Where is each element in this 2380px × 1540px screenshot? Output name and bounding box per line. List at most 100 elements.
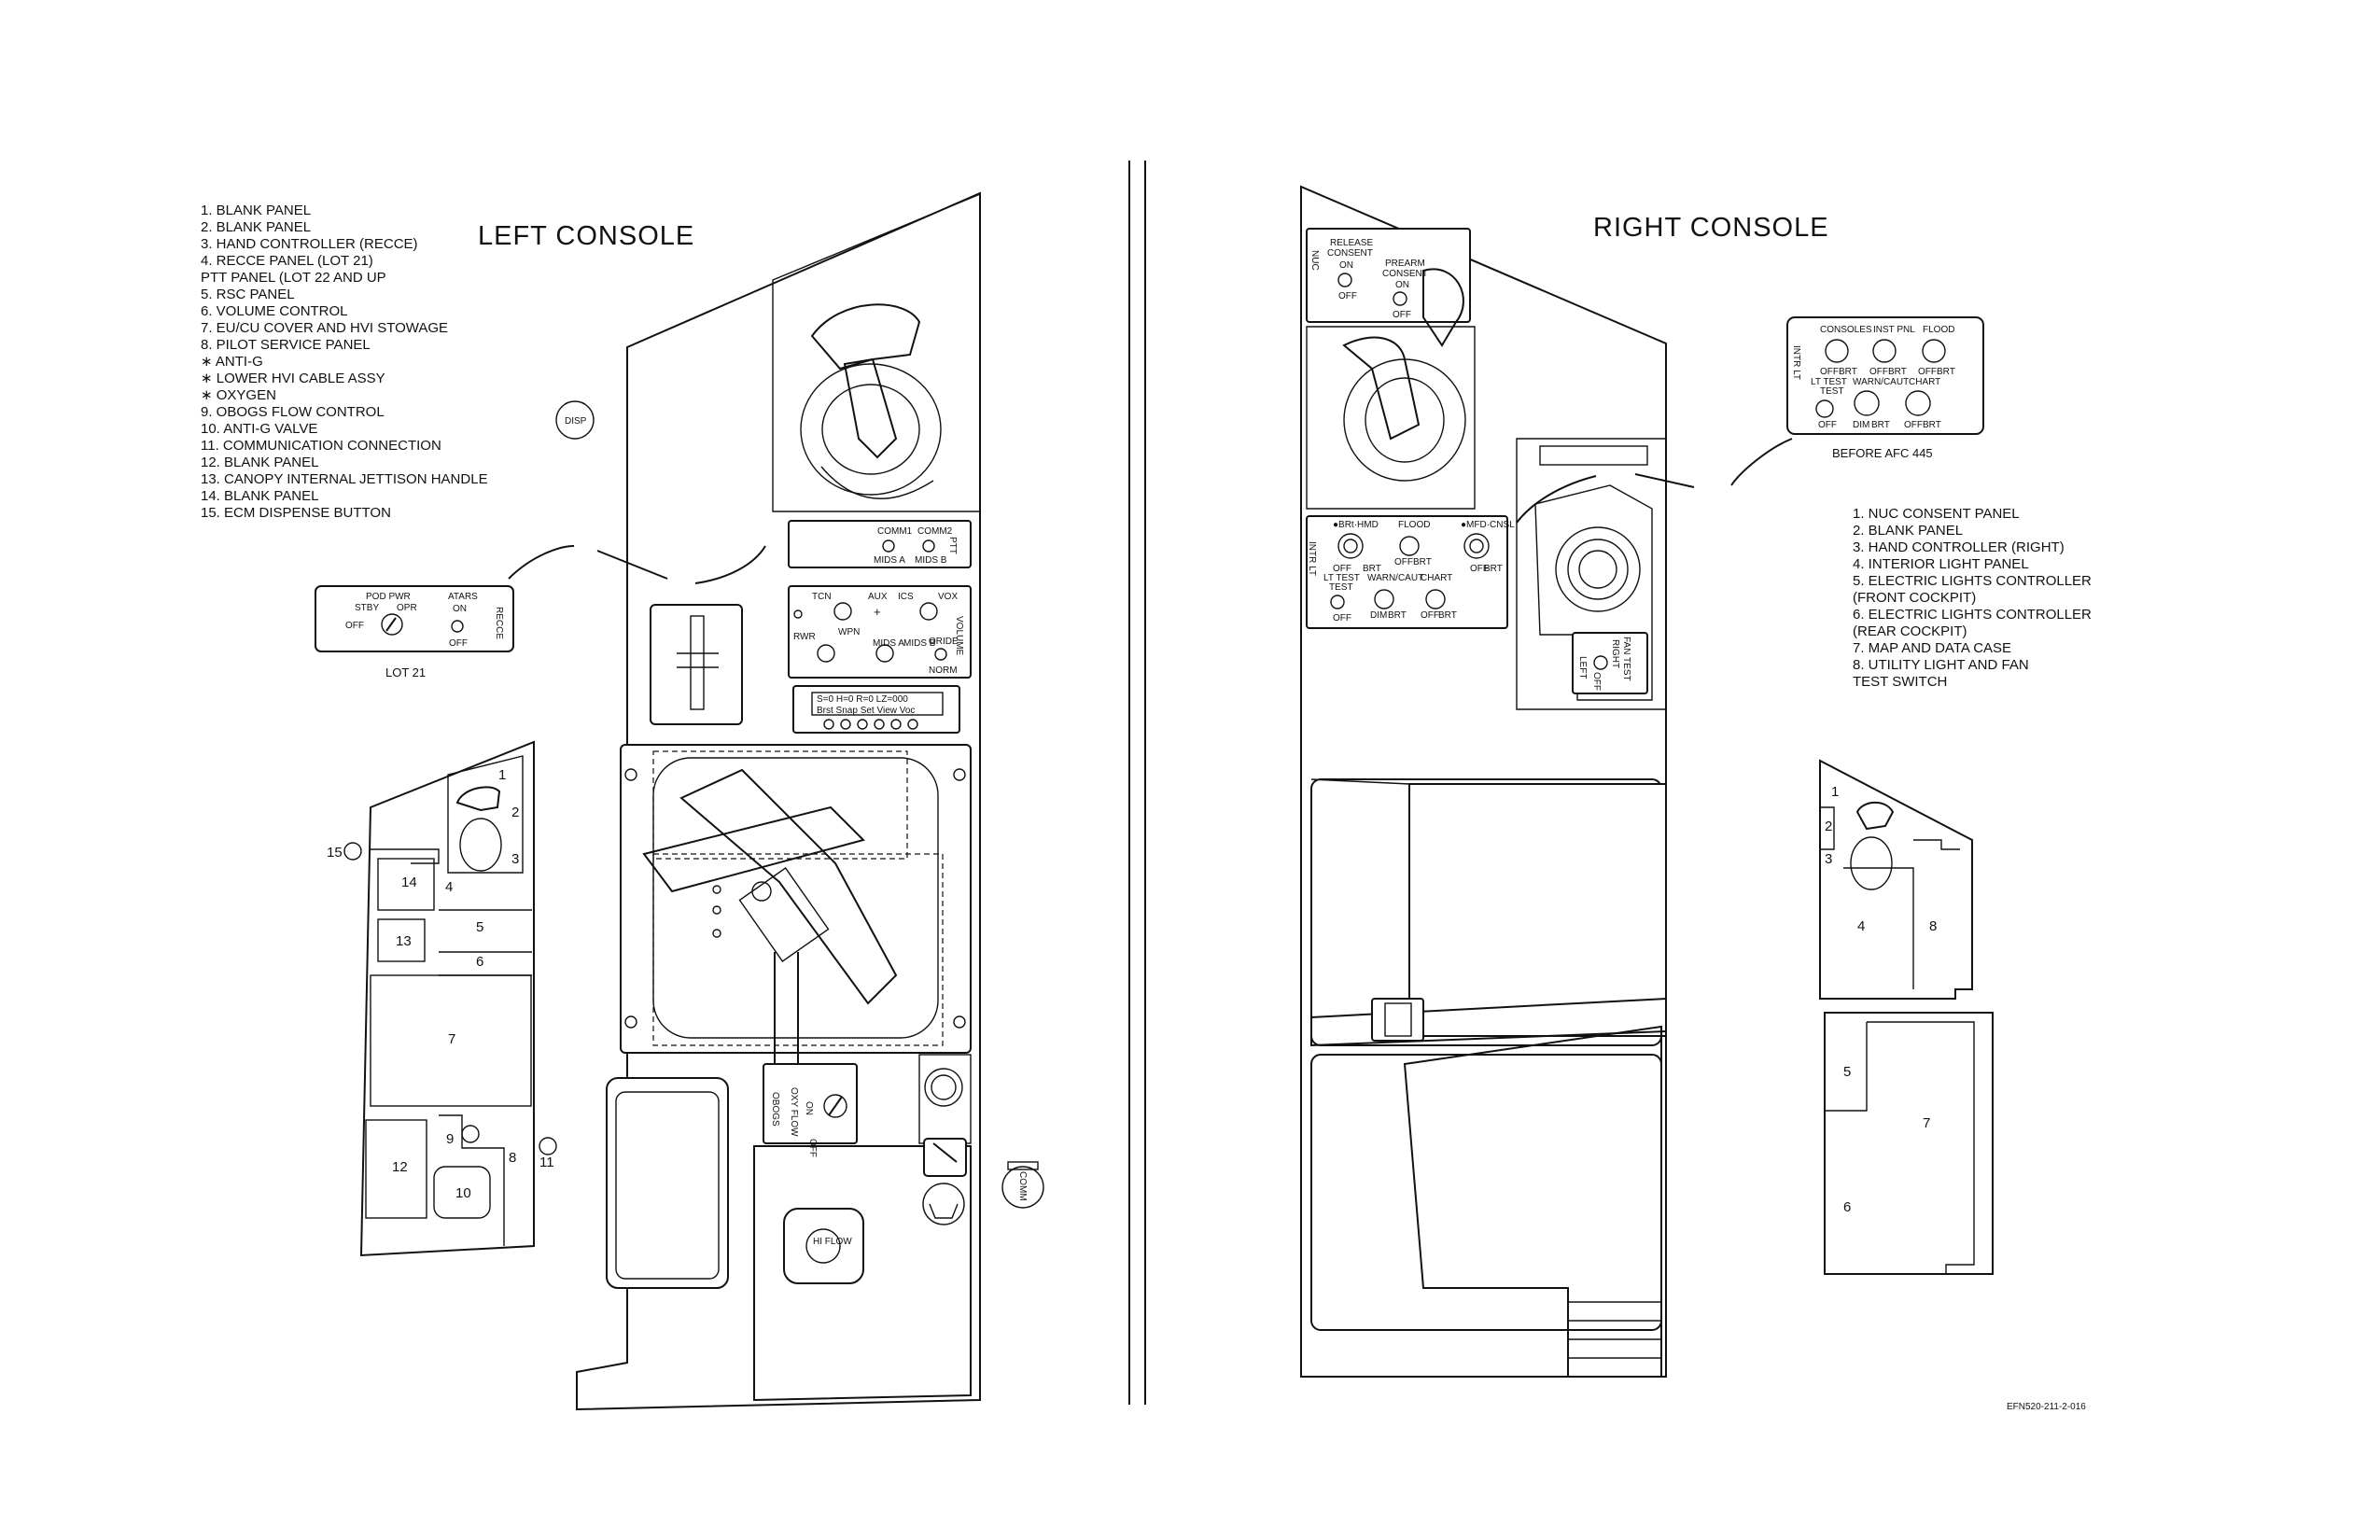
svg-text:5: 5	[1843, 1064, 1851, 1080]
svg-text:CONSOLES: CONSOLES	[1820, 325, 1872, 335]
callout-line	[508, 545, 575, 580]
left-legend-item: 8. PILOT SERVICE PANEL	[201, 337, 371, 353]
svg-text:+: +	[874, 605, 881, 619]
svg-text:14: 14	[401, 875, 417, 890]
svg-text:5: 5	[476, 919, 483, 935]
left-legend-item: 2. BLANK PANEL	[201, 219, 311, 235]
svg-text:8: 8	[1929, 918, 1937, 934]
svg-text:BRT: BRT	[1937, 367, 1955, 377]
svg-text:MIDS A: MIDS A	[873, 638, 904, 649]
svg-text:2: 2	[511, 805, 519, 820]
svg-text:BRT: BRT	[1413, 557, 1432, 567]
svg-text:ON: ON	[804, 1101, 814, 1115]
lot-label: LOT 21	[385, 665, 426, 679]
svg-text:OFF: OFF	[1869, 367, 1888, 377]
svg-text:INTR LT: INTR LT	[1791, 345, 1801, 380]
svg-text:RWR: RWR	[793, 632, 816, 642]
svg-text:RECCE: RECCE	[494, 607, 504, 639]
comm-connector[interactable]: COMM	[1001, 1161, 1044, 1209]
svg-text:VOLUME: VOLUME	[954, 616, 964, 656]
svg-text:TEST: TEST	[1329, 582, 1353, 593]
left-legend-item: 3. HAND CONTROLLER (RECCE)	[201, 236, 418, 252]
svg-text:OFF: OFF	[1820, 367, 1839, 377]
svg-text:OFF: OFF	[1904, 420, 1923, 430]
right-legend-item: (FRONT COCKPIT)	[1853, 590, 1976, 606]
svg-text:FAN TEST: FAN TEST	[1621, 637, 1631, 681]
svg-text:DISP: DISP	[565, 416, 587, 427]
left-legend-item: 4. RECCE PANEL (LOT 21)	[201, 253, 373, 269]
svg-text:RIGHT: RIGHT	[1610, 639, 1620, 668]
svg-text:OXY FLOW: OXY FLOW	[789, 1087, 799, 1137]
svg-text:BRT: BRT	[1839, 367, 1857, 377]
disp-button[interactable]: DISP	[555, 400, 595, 440]
svg-text:10: 10	[455, 1185, 471, 1201]
svg-text:HI FLOW: HI FLOW	[813, 1237, 852, 1247]
left-legend-item: 7. EU/CU COVER AND HVI STOWAGE	[201, 320, 448, 336]
svg-text:STBY: STBY	[355, 603, 379, 613]
svg-text:S=0 H=0 R=0 LZ=000: S=0 H=0 R=0 LZ=000	[817, 694, 908, 705]
left-legend-item: ∗ ANTI-G	[201, 354, 263, 370]
svg-text:1: 1	[1831, 784, 1839, 800]
svg-text:●MFD·CNSL: ●MFD·CNSL	[1461, 520, 1515, 530]
svg-text:4: 4	[1857, 918, 1865, 934]
rsc-panel	[792, 685, 960, 734]
svg-text:OFF: OFF	[1918, 367, 1937, 377]
left-legend-item: 11. COMMUNICATION CONNECTION	[201, 438, 441, 454]
svg-text:OFF: OFF	[1421, 610, 1439, 621]
left-legend: 1. BLANK PANEL 2. BLANK PANEL 3. HAND CO…	[201, 203, 488, 521]
left-legend-item: 14. BLANK PANEL	[201, 488, 318, 504]
svg-text:OFF: OFF	[1338, 291, 1357, 301]
svg-text:INTR LT: INTR LT	[1307, 541, 1317, 576]
right-legend-item: 8. UTILITY LIGHT AND FAN	[1853, 657, 2029, 673]
svg-text:CHART: CHART	[1909, 377, 1940, 387]
svg-text:COMM: COMM	[1017, 1171, 1028, 1201]
right-console: NUC RELEASE CONSENT ON OFF PREARM CONSEN…	[1300, 185, 1667, 1378]
svg-text:OFF: OFF	[1394, 557, 1413, 567]
svg-text:OFF: OFF	[345, 621, 364, 631]
svg-text:MIDS B: MIDS B	[903, 638, 936, 649]
left-legend-item: 15. ECM DISPENSE BUTTON	[201, 505, 391, 521]
right-legend-item: 7. MAP AND DATA CASE	[1853, 640, 2011, 656]
svg-text:OFF: OFF	[807, 1139, 818, 1157]
svg-text:ON: ON	[1395, 280, 1409, 290]
left-legend-item: 10. ANTI-G VALVE	[201, 421, 317, 437]
right-legend: 1. NUC CONSENT PANEL 2. BLANK PANEL 3. H…	[1853, 506, 2092, 690]
svg-text:NORM: NORM	[929, 665, 958, 676]
svg-text:OBOGS: OBOGS	[770, 1092, 780, 1127]
left-legend-item: ∗ LOWER HVI CABLE ASSY	[201, 371, 385, 386]
left-legend-item: 5. RSC PANEL	[201, 287, 295, 302]
left-legend-item: 1. BLANK PANEL	[201, 203, 311, 218]
svg-text:OFF: OFF	[1470, 564, 1489, 574]
right-legend-item: 5. ELECTRIC LIGHTS CONTROLLER	[1853, 573, 2092, 589]
svg-text:7: 7	[1923, 1115, 1930, 1131]
svg-text:DIM: DIM	[1853, 420, 1869, 430]
svg-text:WPN: WPN	[838, 627, 860, 637]
svg-text:DIM: DIM	[1370, 610, 1387, 621]
svg-text:6: 6	[476, 954, 483, 970]
svg-text:11: 11	[539, 1155, 554, 1170]
svg-text:OFF: OFF	[1333, 564, 1351, 574]
svg-text:BRT: BRT	[1484, 564, 1503, 574]
svg-text:ICS: ICS	[898, 592, 914, 602]
right-legend-item: 6. ELECTRIC LIGHTS CONTROLLER	[1853, 607, 2092, 623]
svg-text:15: 15	[327, 845, 343, 861]
svg-text:FLOOD: FLOOD	[1923, 325, 1954, 335]
left-legend-item: 9. OBOGS FLOW CONTROL	[201, 404, 385, 420]
svg-text:OFF: OFF	[1333, 613, 1351, 623]
left-console: COMM1 COMM2 MIDS A MIDS B PTT TCN AUX IC…	[576, 191, 1044, 1411]
svg-text:13: 13	[396, 933, 412, 949]
obogs-panel	[763, 1063, 858, 1144]
right-legend-item: 2. BLANK PANEL	[1853, 523, 1963, 539]
svg-text:BRT: BRT	[1923, 420, 1941, 430]
svg-text:COMM1: COMM1	[877, 526, 913, 537]
svg-text:BRT: BRT	[1888, 367, 1907, 377]
svg-text:LT TEST: LT TEST	[1811, 377, 1847, 387]
interior-light-panel-callout: INTR LT CONSOLES INST PNL FLOOD OFF BRT …	[1786, 316, 1984, 435]
nuc-consent-panel	[1306, 228, 1471, 323]
left-legend-item: ∗ OXYGEN	[201, 387, 276, 403]
svg-text:PTT: PTT	[947, 537, 958, 554]
svg-text:ORIDE: ORIDE	[929, 637, 959, 647]
svg-text:BRT: BRT	[1438, 610, 1457, 621]
svg-text:8: 8	[509, 1150, 516, 1166]
svg-text:OFF: OFF	[1591, 672, 1602, 691]
